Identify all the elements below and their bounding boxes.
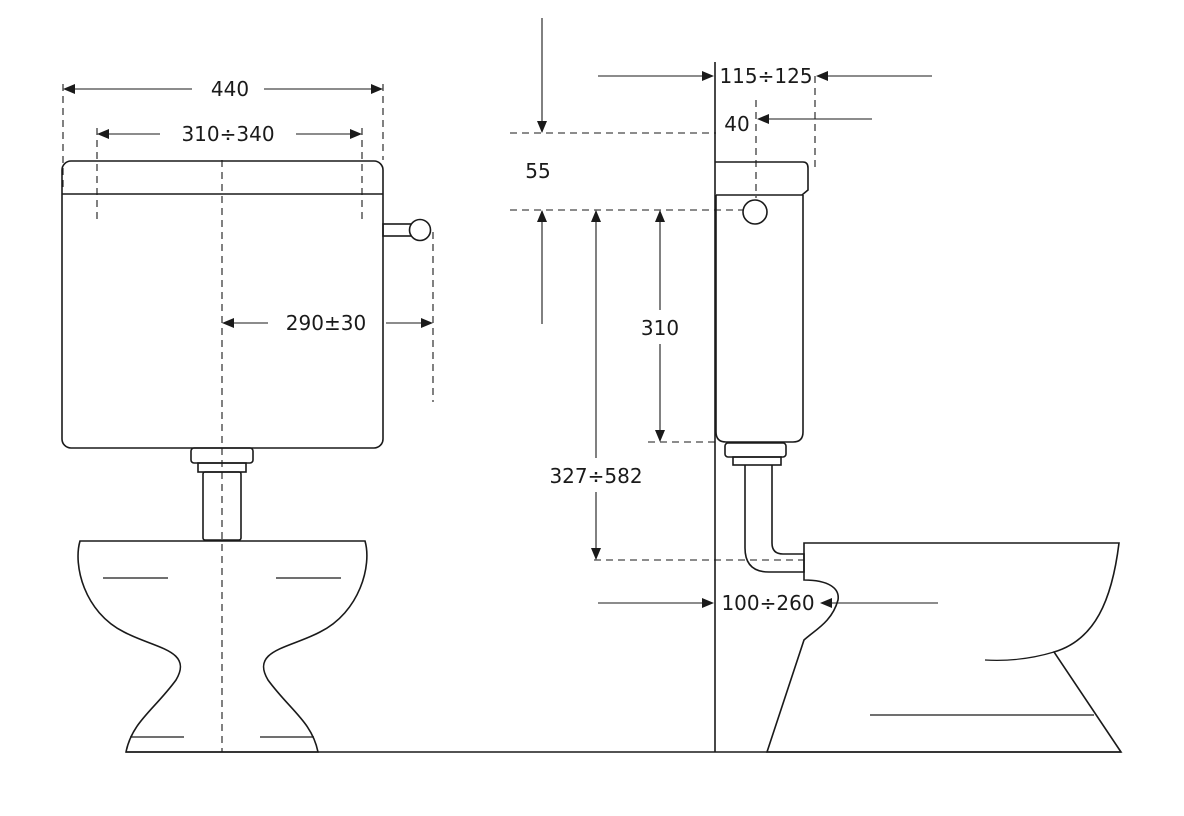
label-pan-outlet-from-wall: 100÷260: [721, 591, 814, 615]
label-wall-to-cistern: 115÷125: [719, 64, 812, 88]
dim-lid-height: 55: [525, 18, 551, 324]
label-lever-offset: 290±30: [286, 311, 366, 335]
dim-flush-height: 310: [641, 210, 679, 442]
label-pipe-height: 327÷582: [549, 464, 642, 488]
front-toilet-pan: [77, 540, 368, 753]
label-cistern-width: 440: [211, 77, 249, 101]
label-inlet-from-wall: 40: [724, 112, 749, 136]
side-toilet-pan: [765, 542, 1123, 753]
dim-inlet-spacing: 310÷340: [97, 122, 362, 146]
label-flush-height: 310: [641, 316, 679, 340]
dim-pipe-height: 327÷582: [549, 210, 643, 560]
dim-wall-to-cistern: 115÷125: [598, 64, 932, 88]
side-flush-pipe: [724, 442, 805, 573]
front-view: 440 310÷340 290±30: [61, 77, 1121, 753]
flush-lever-icon: [382, 218, 432, 242]
label-inlet-spacing: 310÷340: [181, 122, 274, 146]
inlet-valve-icon: [742, 199, 768, 225]
side-view: 55 310 327÷582 115÷125 40 1: [510, 18, 1123, 753]
dim-lever-offset: 290±30: [222, 311, 433, 335]
label-lid-height: 55: [525, 159, 550, 183]
dim-cistern-width: 440: [63, 77, 383, 101]
dim-inlet-from-wall: 40: [724, 112, 872, 136]
dim-pan-outlet-from-wall: 100÷260: [598, 591, 938, 615]
side-cistern: [715, 161, 809, 443]
